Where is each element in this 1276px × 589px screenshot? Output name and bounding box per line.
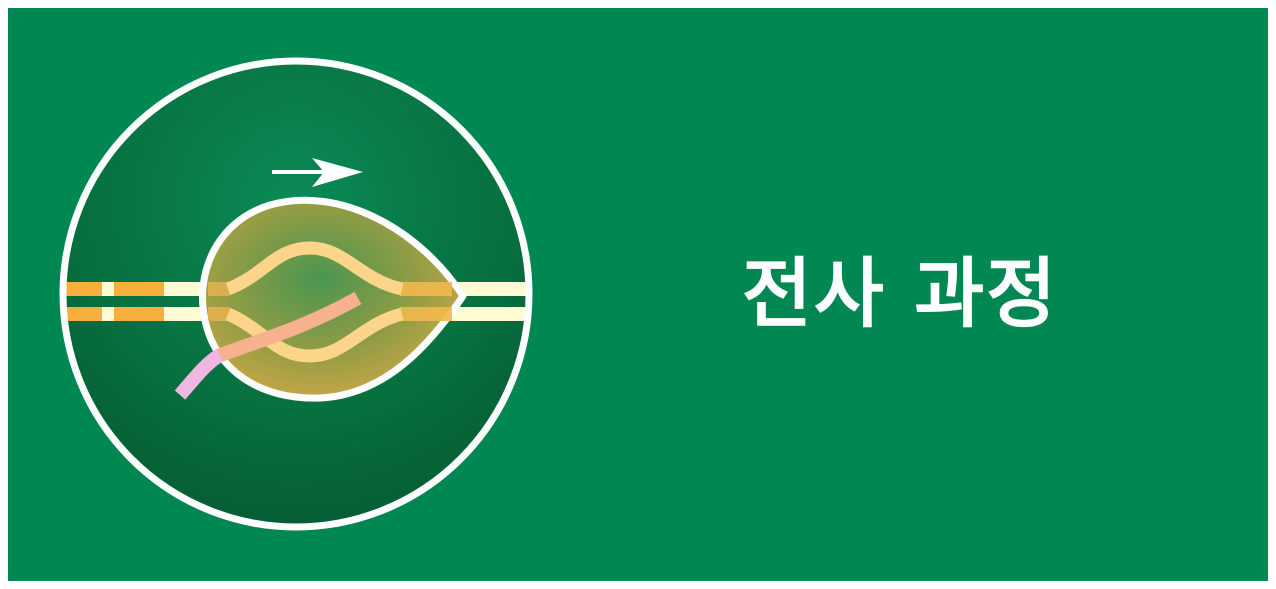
- circle-outline: [59, 57, 533, 531]
- rna-polymerase-bubble: [199, 196, 467, 402]
- dna-strand-inside-right: [400, 307, 452, 321]
- rna-transcript-tail: [174, 348, 224, 400]
- transcription-circle: [59, 57, 533, 531]
- unwound-strand-bottom: [225, 307, 404, 363]
- dna-strand-inside-left: [208, 307, 230, 321]
- gene-block: [114, 307, 164, 321]
- dna-strand-inside-left: [208, 282, 230, 296]
- page-title: 전사 과정: [741, 249, 1059, 338]
- dna-strand-inside-right: [400, 282, 452, 296]
- gene-block: [114, 282, 164, 296]
- rna-transcript: [215, 291, 362, 363]
- gene-block: [63, 282, 102, 296]
- right-arrow-icon: [272, 158, 363, 187]
- gene-block: [63, 307, 102, 321]
- unwound-strand-top: [225, 241, 404, 296]
